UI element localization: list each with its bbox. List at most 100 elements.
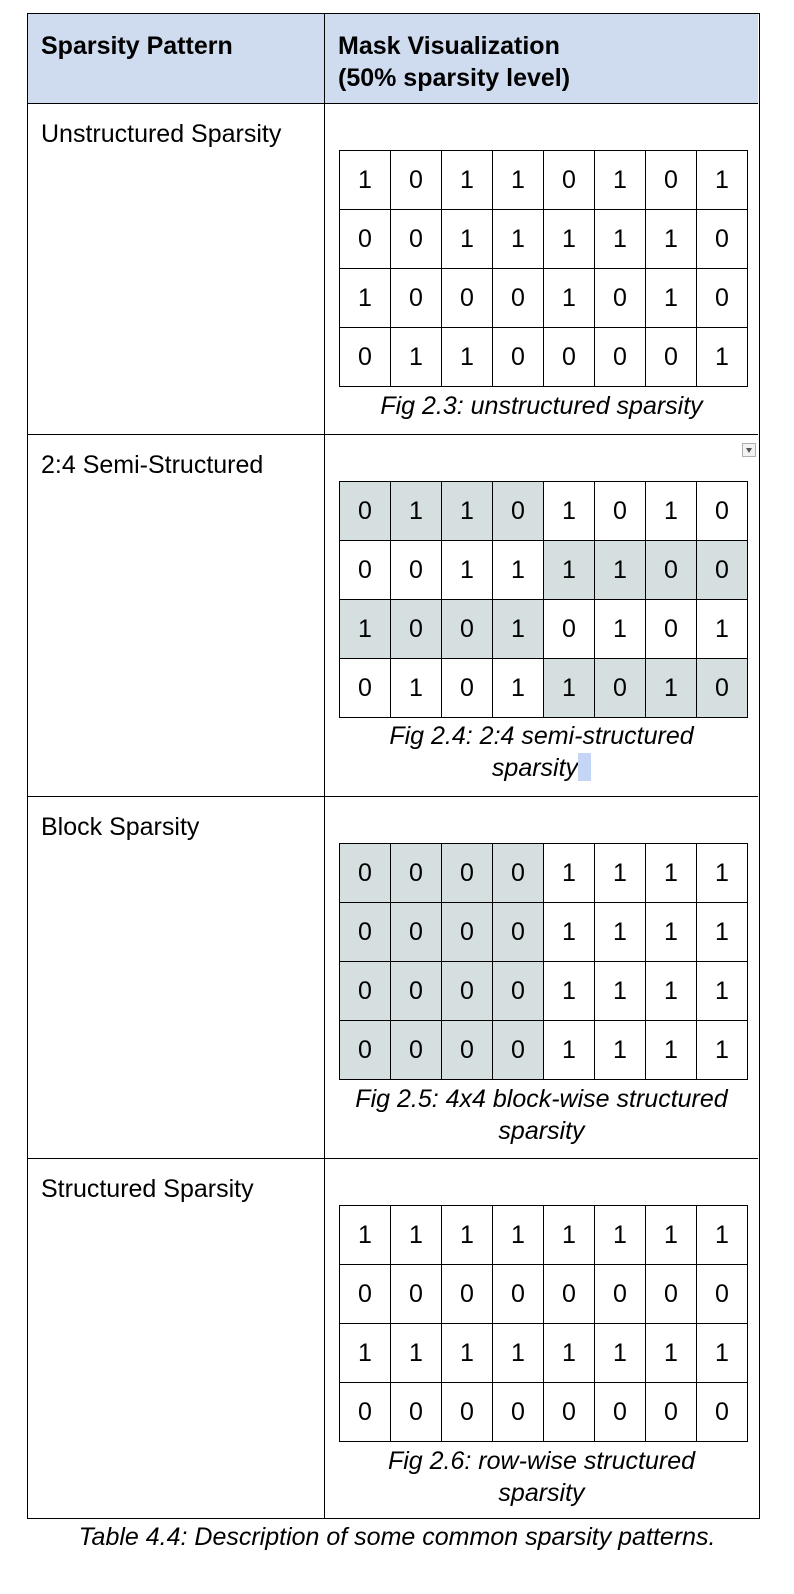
mask-cell: 1 — [441, 327, 493, 387]
mask-cell: 1 — [696, 1205, 748, 1265]
mask-cell: 0 — [696, 268, 748, 328]
mask-cell: 1 — [543, 843, 595, 903]
mask-cell: 0 — [390, 209, 442, 269]
mask-cell: 0 — [645, 150, 697, 210]
mask-cell: 1 — [594, 1205, 646, 1265]
mask-cell: 1 — [492, 1205, 544, 1265]
mask-cell: 0 — [696, 1264, 748, 1324]
mask-cell: 1 — [696, 902, 748, 962]
caption-line2: sparsity — [491, 754, 579, 782]
mask-cell: 1 — [594, 902, 646, 962]
mask-cell: 0 — [594, 327, 646, 387]
mask-cell: 0 — [594, 268, 646, 328]
mask-cell: 0 — [339, 481, 391, 541]
mask-cell: 1 — [441, 209, 493, 269]
mask-cell: 0 — [339, 327, 391, 387]
mask-cell: 0 — [492, 327, 544, 387]
sparsity-table: Sparsity Pattern Mask Visualization (50%… — [27, 13, 760, 1519]
mask-cell: 0 — [390, 902, 442, 962]
mask-cell: 1 — [543, 481, 595, 541]
text-selection-highlight — [578, 753, 592, 781]
figure-caption: Fig 2.6: row-wise structured sparsity — [325, 1445, 758, 1509]
mask-cell: 0 — [339, 843, 391, 903]
mask-cell: 0 — [390, 268, 442, 328]
mask-cell: 1 — [390, 658, 442, 718]
mask-cell: 1 — [441, 150, 493, 210]
header-mask-visualization: Mask Visualization (50% sparsity level) — [325, 14, 758, 104]
mask-cell: 0 — [441, 1264, 493, 1324]
mask-cell: 1 — [594, 150, 646, 210]
mask-cell: 1 — [645, 1205, 697, 1265]
mask-cell: 1 — [441, 540, 493, 600]
mask-cell: 0 — [441, 1020, 493, 1080]
mask-cell: 0 — [645, 1264, 697, 1324]
mask-cell: 1 — [645, 961, 697, 1021]
mask-cell: 1 — [645, 1020, 697, 1080]
mask-cell: 1 — [645, 1323, 697, 1383]
mask-cell: 1 — [339, 599, 391, 659]
mask-cell: 0 — [339, 961, 391, 1021]
mask-cell: 0 — [543, 150, 595, 210]
mask-cell: 1 — [492, 599, 544, 659]
mask-cell: 0 — [441, 268, 493, 328]
mask-cell: 0 — [543, 327, 595, 387]
mask-cell: 1 — [543, 209, 595, 269]
mask-cell: 1 — [645, 843, 697, 903]
mask-cell: 1 — [492, 209, 544, 269]
mask-cell: 1 — [543, 902, 595, 962]
mask-cell: 1 — [594, 599, 646, 659]
mask-cell: 1 — [543, 268, 595, 328]
table-caption: Table 4.4: Description of some common sp… — [78, 1523, 716, 1551]
mask-cell: 1 — [594, 1323, 646, 1383]
mask-cell: 0 — [441, 1382, 493, 1442]
mask-cell: 0 — [339, 1382, 391, 1442]
mask-cell: 0 — [543, 1264, 595, 1324]
mask-cell: 1 — [441, 1205, 493, 1265]
row-structured-label-cell: Structured Sparsity — [28, 1159, 325, 1518]
mask-cell: 1 — [594, 1020, 646, 1080]
mask-cell: 0 — [492, 902, 544, 962]
mask-cell: 1 — [441, 1323, 493, 1383]
mask-cell: 0 — [696, 1382, 748, 1442]
mask-cell: 0 — [339, 658, 391, 718]
mask-cell: 1 — [543, 540, 595, 600]
mask-cell: 1 — [645, 658, 697, 718]
mask-cell: 0 — [645, 599, 697, 659]
mask-cell: 0 — [645, 327, 697, 387]
mask-cell: 1 — [339, 1205, 391, 1265]
mask-cell: 0 — [696, 209, 748, 269]
mask-cell: 1 — [492, 658, 544, 718]
mask-cell: 0 — [492, 1020, 544, 1080]
mask-cell: 0 — [543, 599, 595, 659]
caption-line1: Fig 2.3: unstructured sparsity — [380, 392, 703, 420]
mask-cell: 0 — [390, 540, 442, 600]
mask-cell: 1 — [390, 481, 442, 541]
mask-cell: 0 — [339, 209, 391, 269]
mask-cell: 0 — [390, 1264, 442, 1324]
header-sparsity-pattern: Sparsity Pattern — [28, 14, 325, 104]
dropdown-arrow-icon[interactable] — [742, 443, 756, 457]
mask-cell: 0 — [339, 1020, 391, 1080]
mask-cell: 0 — [594, 1382, 646, 1442]
mask-cell: 1 — [696, 327, 748, 387]
mask-cell: 1 — [645, 268, 697, 328]
mask-cell: 0 — [390, 1382, 442, 1442]
mask-cell: 0 — [339, 540, 391, 600]
mask-cell: 1 — [339, 150, 391, 210]
mask-cell: 0 — [492, 843, 544, 903]
mask-cell: 1 — [390, 327, 442, 387]
mask-cell: 1 — [696, 1323, 748, 1383]
mask-cell: 1 — [543, 658, 595, 718]
mask-cell: 0 — [696, 658, 748, 718]
header-col2-line1: Mask Visualization — [338, 32, 560, 60]
caption-line2: sparsity — [498, 1117, 585, 1145]
pattern-name: Block Sparsity — [41, 813, 200, 841]
